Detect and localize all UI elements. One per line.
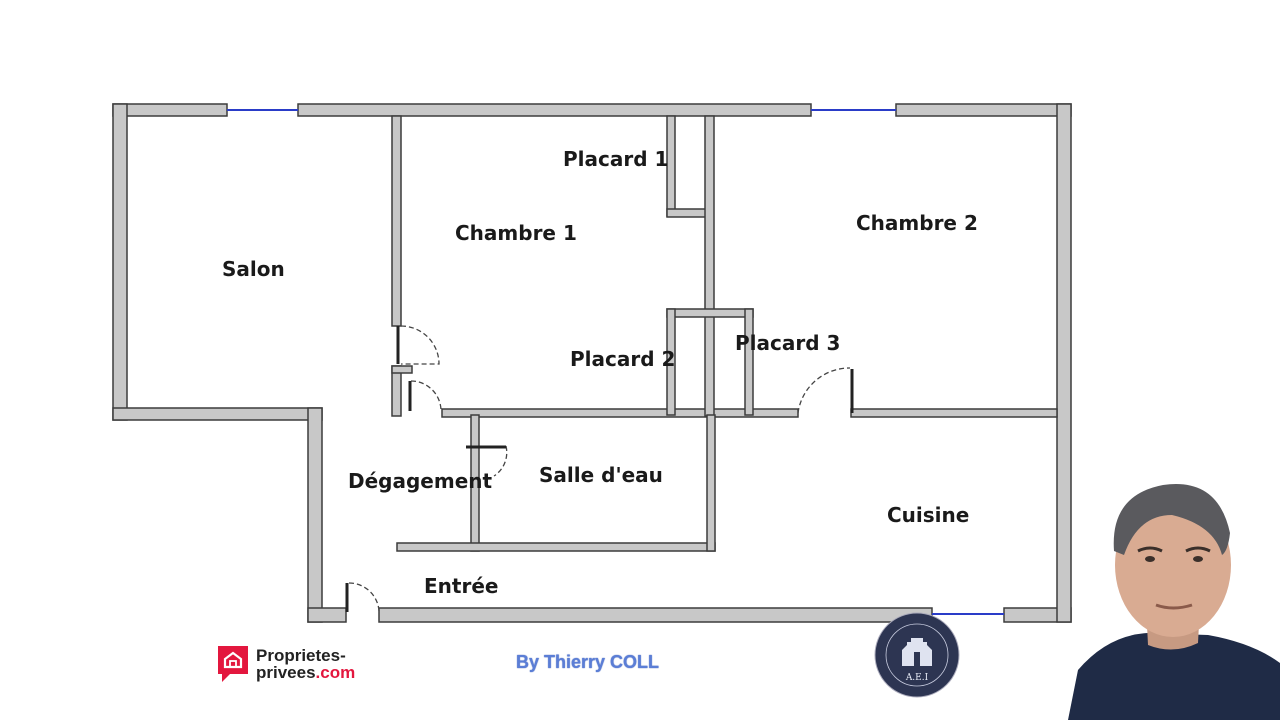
brand-line2-suffix: .com — [315, 663, 356, 682]
wall-chambre2-bottom — [850, 408, 1058, 418]
label-placard1: Placard 1 — [563, 147, 668, 171]
label-degagement: Dégagement — [348, 469, 493, 493]
door-chambre1 — [410, 380, 442, 412]
label-entree: Entrée — [424, 574, 498, 598]
wall-salle-eau-right — [706, 414, 716, 552]
door-chambre2 — [797, 367, 851, 414]
windows — [227, 109, 1004, 615]
wall-right — [1056, 103, 1072, 623]
label-salle-eau: Salle d'eau — [539, 463, 663, 487]
door-salle-eau — [493, 445, 508, 477]
wall-placard1-bottom — [666, 208, 708, 218]
room-labels: Salon Chambre 1 Chambre 2 Placard 1 Plac… — [222, 147, 978, 598]
wall-top-left — [112, 103, 228, 117]
wall-stub — [391, 365, 413, 374]
wall-left — [112, 103, 128, 421]
brand-line1: Proprietes- — [256, 646, 346, 665]
aei-seal-icon: A.E.I — [874, 612, 960, 698]
wall-bottom-left — [307, 607, 347, 623]
brand-logo[interactable]: Proprietes- privees.com — [216, 644, 355, 684]
label-chambre2: Chambre 2 — [856, 211, 978, 235]
brand-line2: privees.com — [256, 664, 355, 681]
wall-salon-chambre1 — [391, 115, 402, 327]
wall-entry-left — [307, 407, 323, 623]
house-logo-icon — [218, 646, 248, 682]
doors — [345, 325, 854, 612]
wall-chambre1-chambre2 — [704, 115, 715, 417]
wall-placard3-right — [744, 308, 754, 416]
wall-salle-eau-bottom — [396, 542, 716, 552]
wall-placard2-left — [666, 308, 676, 416]
door-salon — [400, 325, 440, 365]
wall-salon-bottom — [112, 407, 323, 421]
seal-initials: A.E.I — [905, 673, 929, 683]
door-entree — [348, 582, 380, 612]
wall-placards-top — [666, 308, 754, 318]
label-placard2: Placard 2 — [570, 347, 675, 371]
wall-top-middle — [297, 103, 812, 117]
brand-name: Proprietes- privees.com — [256, 647, 355, 681]
label-salon: Salon — [222, 257, 285, 281]
author-credit: By Thierry COLL — [516, 652, 660, 672]
wall-top-right — [895, 103, 1072, 117]
agent-portrait — [1068, 484, 1280, 720]
brand-line2-prefix: privees — [256, 663, 316, 682]
wall-bottom-middle — [378, 607, 933, 623]
label-cuisine: Cuisine — [887, 503, 969, 527]
label-placard3: Placard 3 — [735, 331, 840, 355]
label-chambre1: Chambre 1 — [455, 221, 577, 245]
